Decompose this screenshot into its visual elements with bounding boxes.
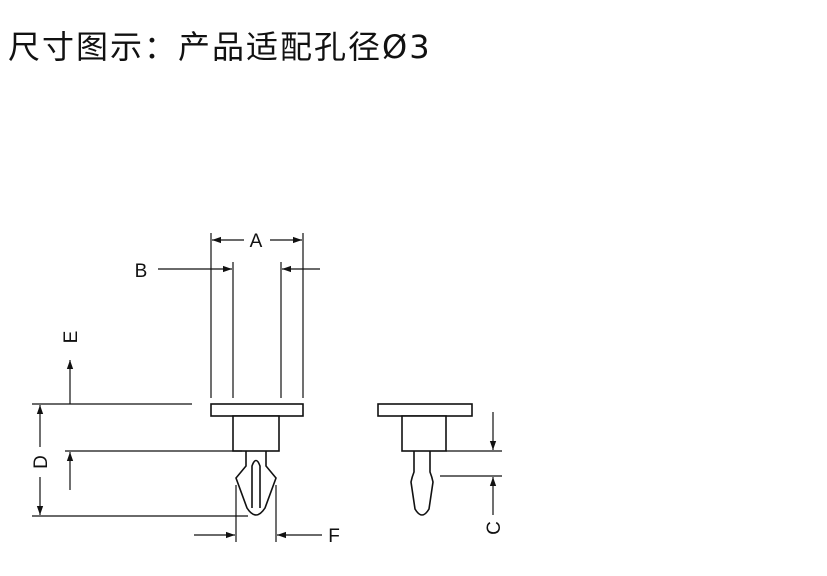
side-view-head (377, 403, 473, 417)
front-view (210, 403, 304, 516)
dimension-c (440, 412, 502, 515)
front-view-split-prong (235, 451, 277, 516)
dimension-b-label: B (135, 261, 148, 282)
dimension-e-label: E (61, 331, 82, 344)
dimension-c-label: C (484, 521, 505, 535)
dimension-a (210, 233, 304, 398)
side-view (377, 403, 473, 516)
front-view-head (210, 403, 304, 417)
front-view-prong-slot (251, 459, 261, 508)
dimension-a-label: A (250, 231, 263, 252)
dimension-e (66, 360, 192, 405)
dimension-f (194, 485, 322, 542)
dimension-d (32, 403, 248, 517)
dimension-b (158, 262, 320, 398)
page-title: 尺寸图示：产品适配孔径Ø3 (8, 28, 432, 66)
side-view-prong (410, 451, 434, 516)
dimension-d-label: D (31, 455, 52, 469)
dimension-f-label: F (328, 526, 340, 547)
side-view-neck (401, 415, 447, 452)
front-view-neck (232, 415, 280, 452)
